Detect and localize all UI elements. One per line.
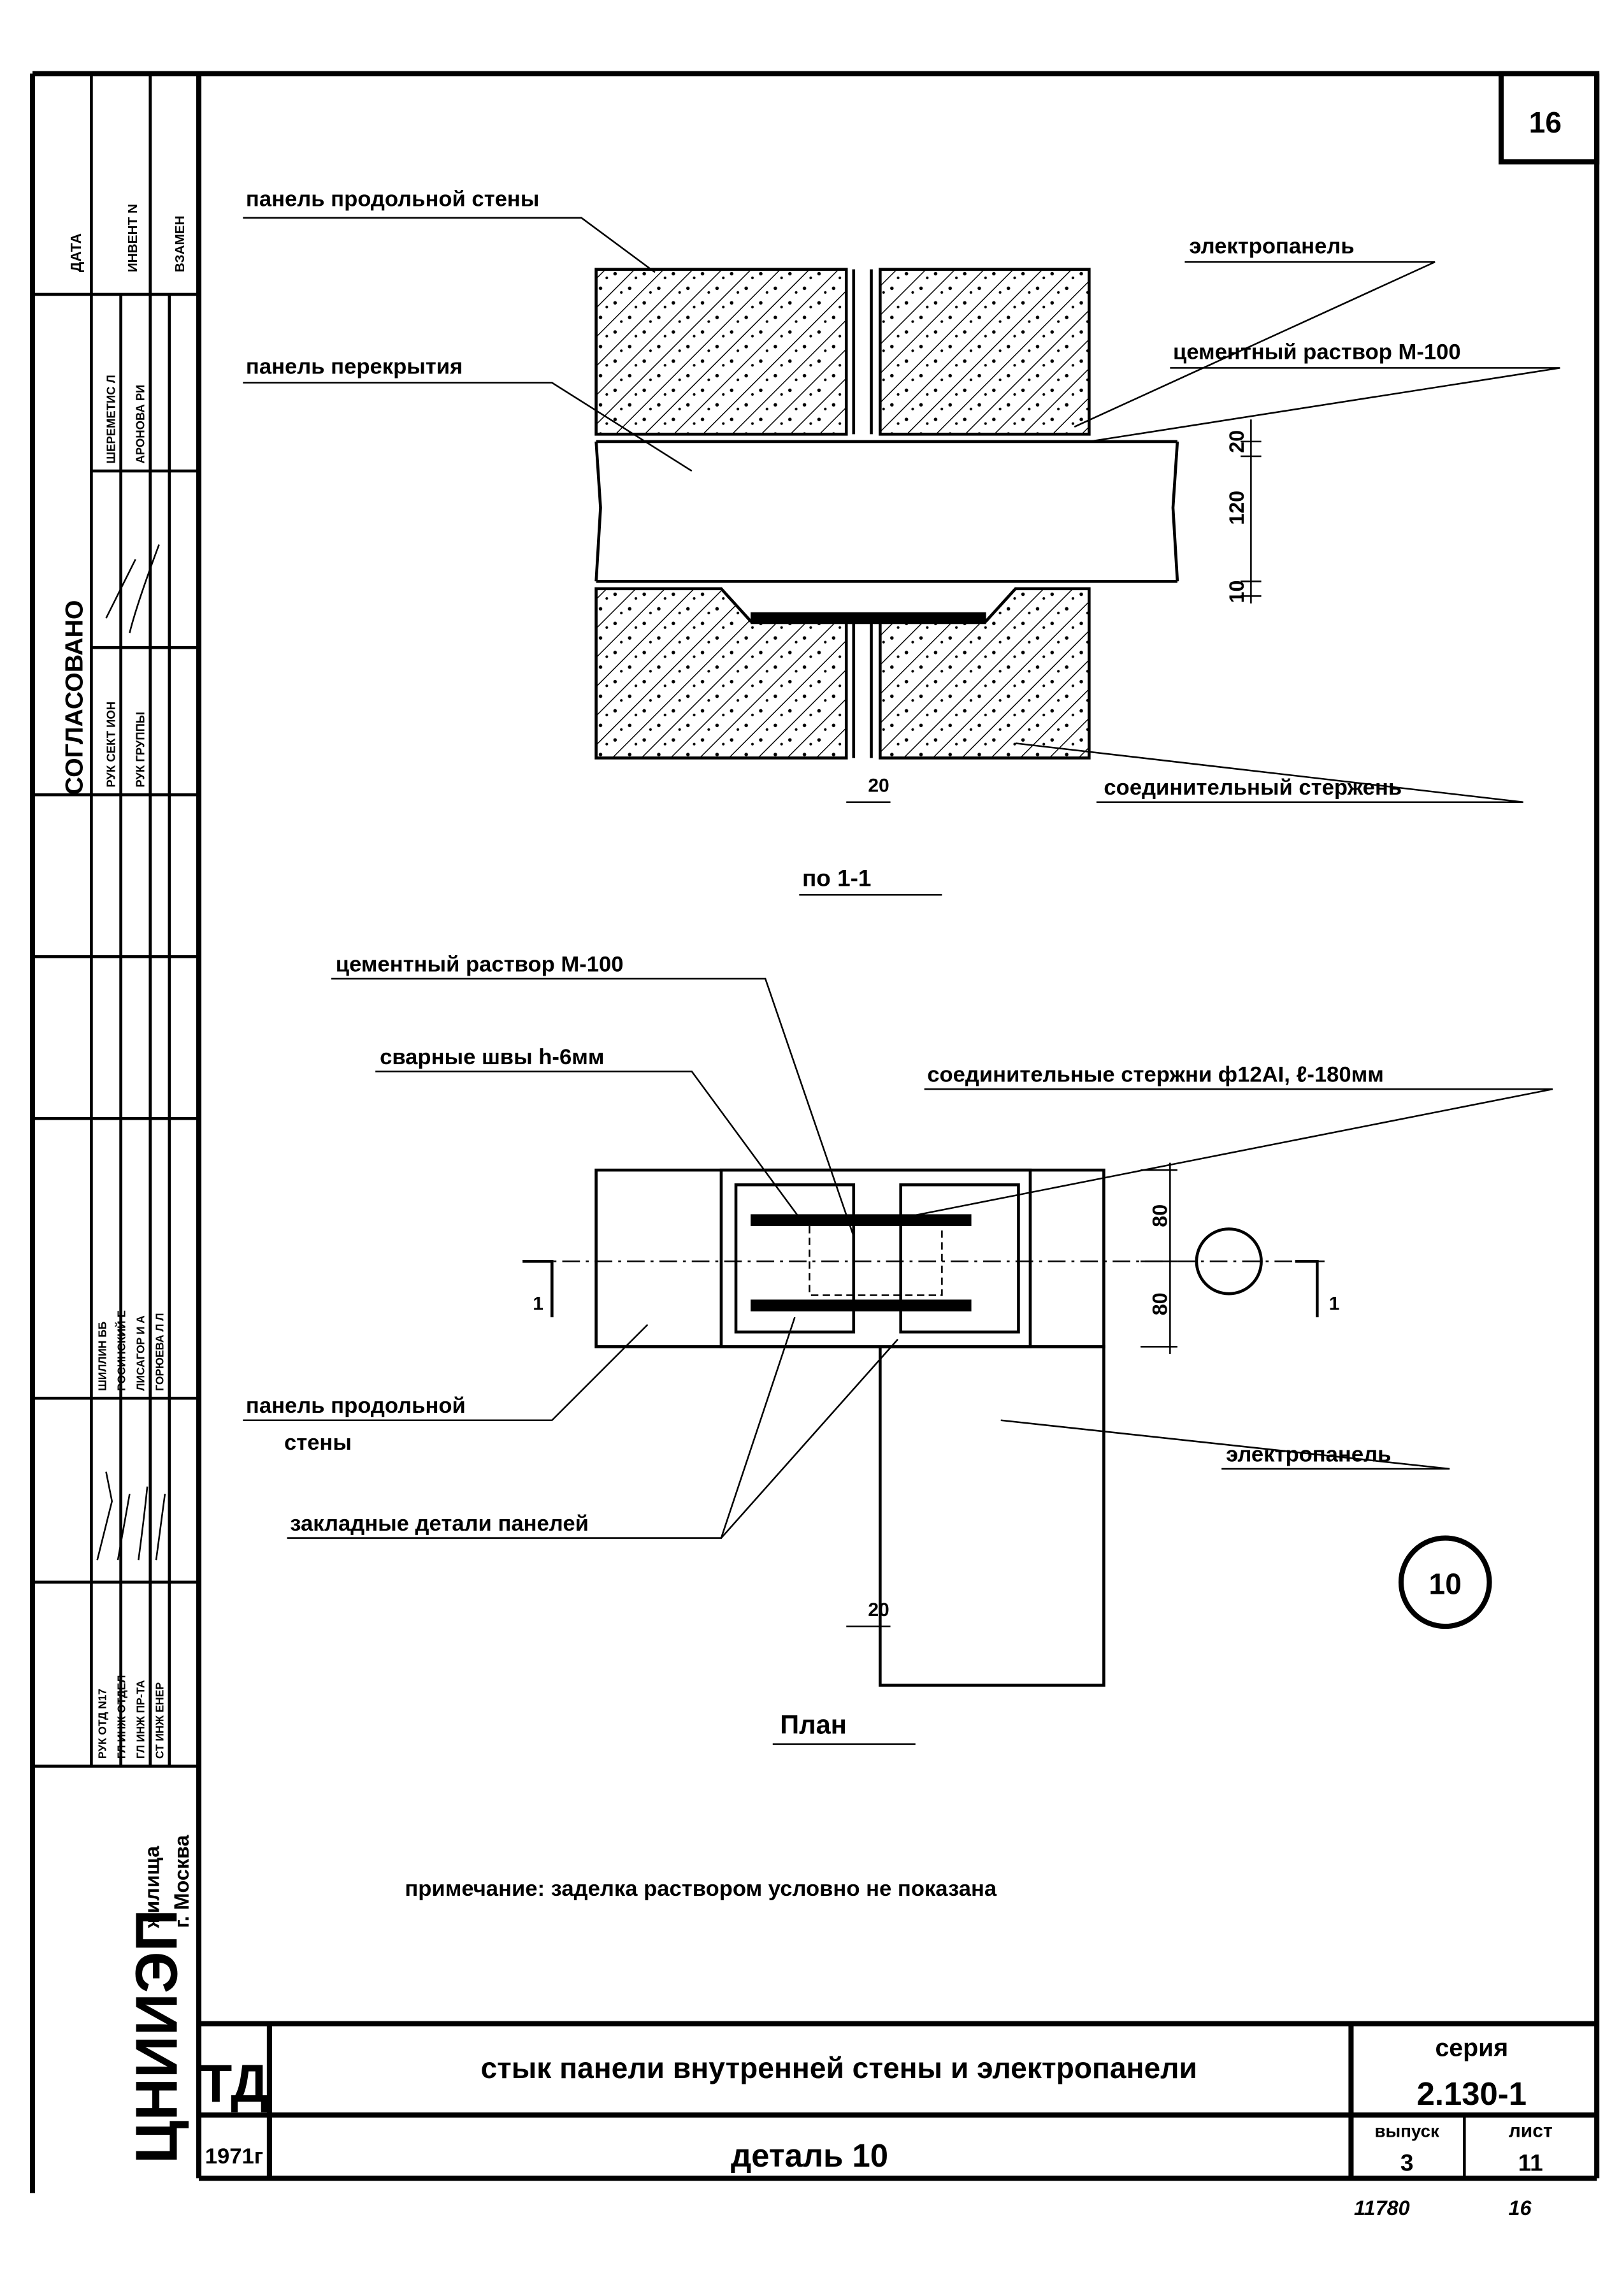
svg-text:1: 1 [1329,1294,1340,1315]
title-block: ТД стык панели внутренней стены и электр… [199,2021,1597,2179]
svg-text:закладные детали панелей: закладные детали панелей [290,1512,589,1536]
approval-stamp: СОГЛАСОВАНО ДАТА ИНВЕНТ N ВЗАМЕН РУК СЕК… [32,73,199,2163]
svg-text:выпуск: выпуск [1374,2121,1439,2141]
svg-text:10: 10 [1429,1567,1462,1600]
svg-text:ДАТА: ДАТА [68,233,84,273]
svg-text:ТД: ТД [199,2054,268,2113]
svg-text:соединительный стержень: соединительный стержень [1104,776,1402,800]
svg-text:2.130-1: 2.130-1 [1417,2076,1527,2112]
svg-text:ШИЛЛИН ББ: ШИЛЛИН ББ [96,1322,109,1391]
drawing-subtitle: деталь 10 [731,2137,888,2174]
svg-text:1971г: 1971г [205,2144,263,2169]
embedded-part-left [734,1183,856,1334]
agreed-header: СОГЛАСОВАНО [61,600,89,795]
archive-sheet: 16 [1509,2197,1532,2220]
svg-text:20: 20 [868,1599,889,1621]
svg-text:РОСИНСКИЙ Е: РОСИНСКИЙ Е [115,1310,128,1391]
svg-text:20: 20 [1225,430,1248,453]
signature-top [105,544,160,633]
svg-text:80: 80 [1149,1292,1172,1315]
floor-panel [594,440,1179,583]
svg-text:цементный раствор М-100: цементный раствор М-100 [336,952,624,976]
rod-bottom [751,1299,972,1311]
svg-text:цементный раствор М-100: цементный раствор М-100 [1173,340,1461,365]
plan-view: 1 1 80 80 20 цементный раствор М-100 сва… [243,952,1553,1745]
long-wall-panel-plan [594,1168,1105,1348]
svg-text:СТ ИНЖ ЕНЕР: СТ ИНЖ ЕНЕР [154,1682,166,1759]
section-caption: по 1-1 [802,865,872,891]
svg-text:электропанель: электропанель [1189,234,1354,258]
archive-number: 11780 [1354,2197,1410,2220]
corner-sheet-number: 16 [1498,71,1600,165]
detail-number-circle [1398,1535,1492,1629]
wall-panel-top-left [594,268,848,436]
svg-text:ИНВЕНТ N: ИНВЕНТ N [126,204,140,272]
svg-text:стены: стены [284,1431,352,1455]
svg-text:РУК ОТД N17: РУК ОТД N17 [96,1689,109,1759]
signatures-bottom [96,1471,166,1561]
electropanel-plan [879,1345,1105,1687]
rod-top [751,1214,972,1226]
svg-text:соединительные стержни ф12АI,: соединительные стержни ф12АI, ℓ-180мм [927,1063,1384,1087]
svg-text:серия: серия [1435,2034,1508,2062]
svg-text:г. Москва: г. Москва [170,1835,193,1928]
svg-text:80: 80 [1149,1204,1172,1227]
note-text: примечание: заделка раствором условно не… [405,1877,997,1901]
svg-text:панель перекрытия: панель перекрытия [246,355,463,379]
svg-text:панель продольной стены: панель продольной стены [246,187,539,211]
svg-text:лист: лист [1509,2121,1553,2142]
svg-text:ГЛ ИНЖ ПР-ТА: ГЛ ИНЖ ПР-ТА [134,1680,147,1759]
electropanel-top [879,268,1091,436]
section-marker-circle [1195,1227,1263,1296]
svg-text:3: 3 [1400,2150,1414,2176]
svg-text:16: 16 [1529,106,1562,139]
svg-text:10: 10 [1225,580,1248,603]
svg-text:электропанель: электропанель [1226,1442,1391,1466]
svg-text:120: 120 [1225,491,1248,525]
sheet-frame [29,71,1600,2193]
plan-caption: План [780,1710,846,1740]
svg-text:панель продольной: панель продольной [246,1394,466,1418]
svg-text:сварные швы h-6мм: сварные швы h-6мм [380,1045,604,1069]
svg-text:АРОНОВА РИ: АРОНОВА РИ [134,385,147,464]
section-1-1: 20 120 10 20 панель продольной стены эле… [243,187,1560,896]
svg-text:РУК СЕКТ ИОН: РУК СЕКТ ИОН [104,702,117,788]
svg-text:жилища: жилища [141,1845,164,1929]
svg-text:20: 20 [868,776,889,797]
svg-text:ГОРЮЕВА Л Л: ГОРЮЕВА Л Л [154,1313,166,1391]
svg-text:ШЕРЕМЕТИС Л: ШЕРЕМЕТИС Л [104,375,117,463]
connecting-rod [751,612,986,625]
svg-text:1: 1 [533,1294,543,1315]
drawing-title: стык панели внутренней стены и электропа… [480,2051,1197,2084]
svg-text:ВЗАМЕН: ВЗАМЕН [173,215,187,272]
svg-text:ГЛ ИНЖ ОТДЕЛ: ГЛ ИНЖ ОТДЕЛ [115,1675,128,1759]
svg-text:ЛИСАГОР И А: ЛИСАГОР И А [134,1315,147,1391]
svg-text:11: 11 [1518,2150,1543,2176]
embedded-part-right [899,1183,1020,1334]
svg-text:РУК ГРУППЫ: РУК ГРУППЫ [134,712,147,788]
org-logo: ЦНИИЭП [123,1909,189,2163]
